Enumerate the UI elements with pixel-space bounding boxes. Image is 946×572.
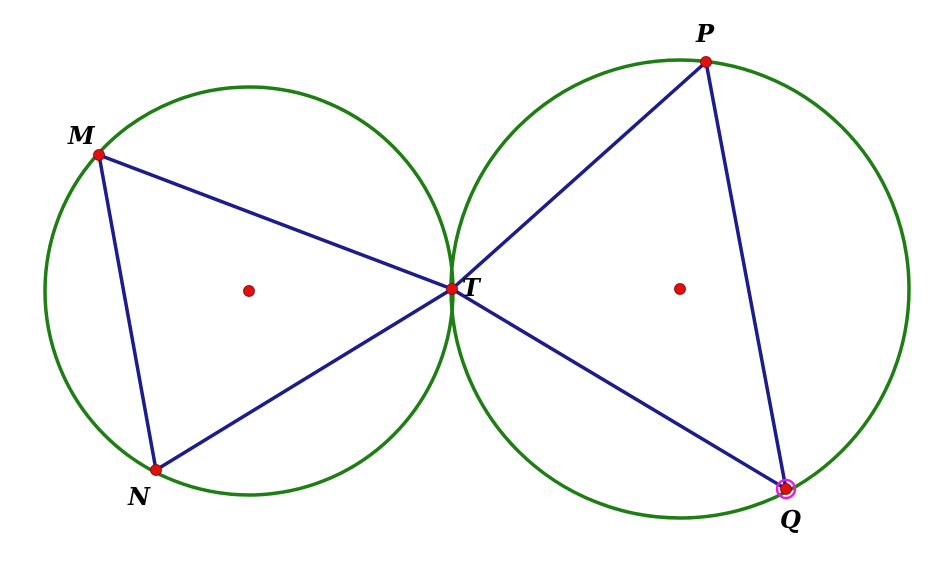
- point-Q[interactable]: [780, 483, 792, 495]
- point-P[interactable]: [700, 56, 712, 68]
- segment-NT[interactable]: [154, 287, 454, 472]
- selection-ring: [775, 478, 797, 500]
- label-P: P: [695, 19, 715, 48]
- label-M: M: [67, 121, 96, 150]
- segment-PQ[interactable]: [704, 60, 788, 491]
- point-N[interactable]: [150, 464, 162, 476]
- right-center-point[interactable]: [674, 283, 686, 295]
- left-center-point[interactable]: [243, 285, 255, 297]
- segment-MN[interactable]: [97, 153, 158, 472]
- segment-QT[interactable]: [450, 287, 788, 491]
- label-N: N: [127, 482, 151, 511]
- point-T[interactable]: [446, 283, 458, 295]
- point-M[interactable]: [93, 149, 105, 161]
- label-Q: Q: [780, 505, 801, 534]
- segment-PT[interactable]: [450, 60, 708, 291]
- segment-MT[interactable]: [97, 153, 454, 291]
- label-T: T: [462, 273, 482, 302]
